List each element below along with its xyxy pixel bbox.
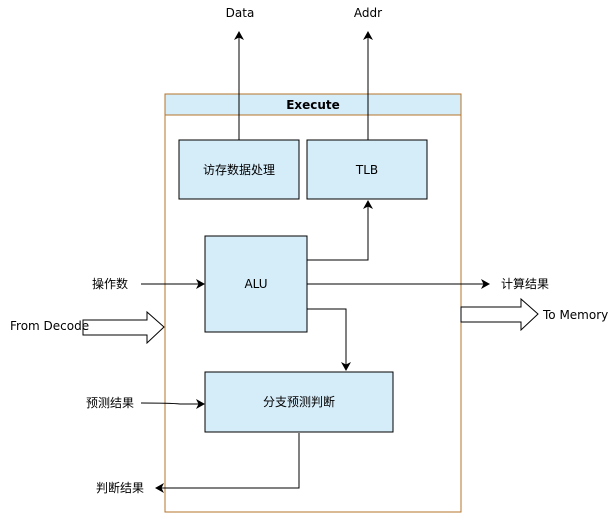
mem-data-block — [178, 139, 300, 200]
alu-to-branch-arrow — [307, 308, 351, 371]
branch-to-judge-result-arrow — [155, 433, 300, 493]
predict-result-label: 预测结果 — [86, 396, 134, 410]
addr-output-label: Addr — [354, 6, 382, 20]
branch-label: 分支预测判断 — [263, 394, 335, 409]
from-decode-arrow — [82, 310, 165, 345]
alu-label: ALU — [244, 277, 267, 291]
execute-title: Execute — [286, 98, 340, 112]
data-output-label: Data — [226, 6, 255, 20]
to-memory-arrow — [460, 297, 539, 332]
from-decode-label: From Decode — [10, 319, 89, 333]
operands-label: 操作数 — [92, 276, 128, 291]
branch-block — [204, 371, 394, 433]
predict-to-branch-arrow — [140, 399, 205, 409]
alu-block — [204, 235, 308, 333]
to-memory-label: To Memory — [542, 308, 608, 322]
mem-data-label: 访存数据处理 — [203, 162, 275, 177]
tlb-block — [306, 139, 428, 200]
calc-result-label: 计算结果 — [501, 276, 549, 291]
tlb-label: TLB — [355, 163, 378, 177]
alu-to-tlb-arrow — [307, 200, 373, 261]
judge-result-label: 判断结果 — [96, 480, 144, 495]
